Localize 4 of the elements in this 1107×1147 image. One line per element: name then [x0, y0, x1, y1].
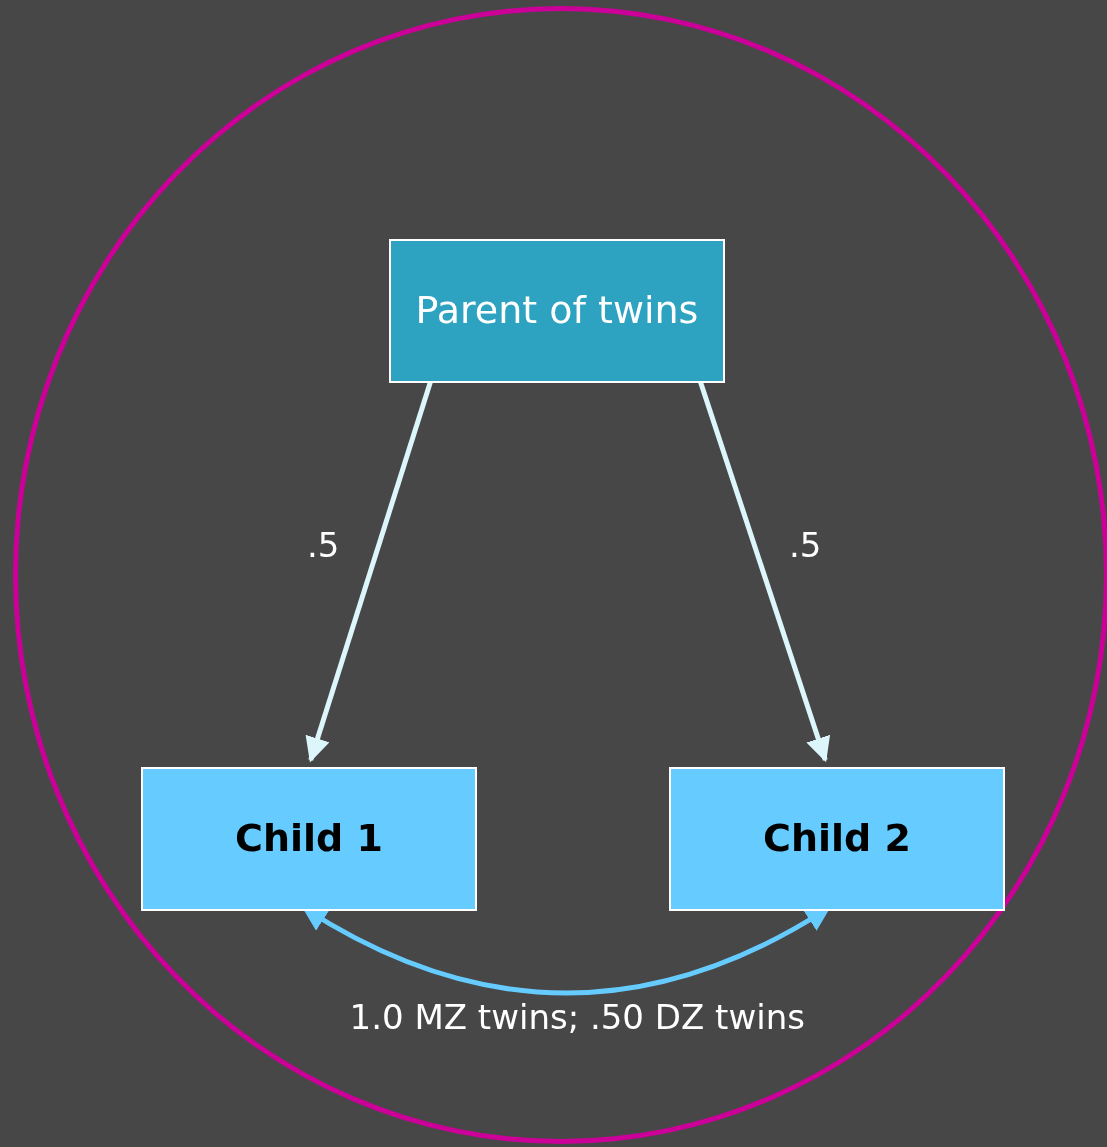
child-box: Child 2	[669, 767, 1005, 911]
parent-box: Parent of twins	[389, 239, 725, 383]
enclosing-circle	[13, 6, 1107, 1144]
child-box: Child 1	[141, 767, 477, 911]
